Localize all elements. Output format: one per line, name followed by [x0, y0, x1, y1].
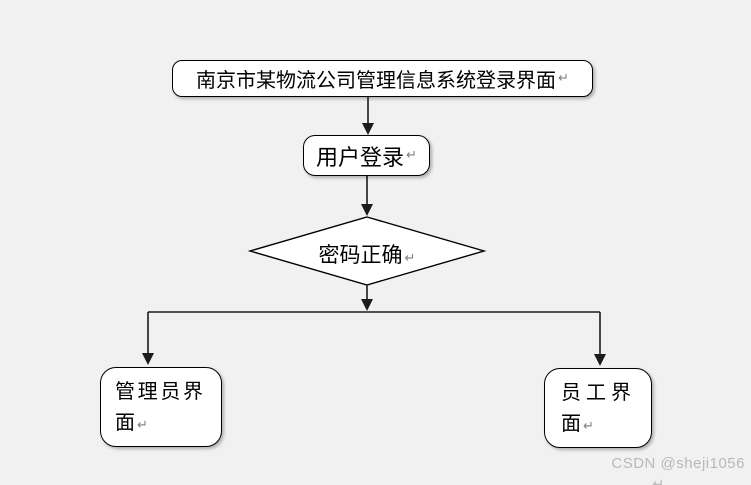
return-mark-icon: ↵ — [404, 251, 416, 266]
return-mark-icon: ↵ — [583, 419, 594, 434]
connector-decision-to-branch — [361, 285, 373, 311]
node-title: 南京市某物流公司管理信息系统登录界面↵ — [172, 60, 593, 97]
node-user-login: 用户登录↵ — [303, 135, 430, 176]
arrowhead-down-icon — [594, 354, 606, 366]
node-admin-interface: 管理员界面↵ — [100, 367, 222, 447]
connector-branch-to-staff — [594, 312, 606, 366]
return-mark-icon: ↵ — [137, 418, 148, 433]
watermark-partial-mark: ↵ — [652, 475, 665, 485]
node-title-label: 南京市某物流公司管理信息系统登录界面 — [196, 70, 557, 92]
arrowhead-down-icon — [361, 204, 373, 216]
arrowhead-down-icon — [361, 299, 373, 311]
node-decision-label: 密码正确↵ — [318, 243, 416, 267]
node-user-login-label: 用户登录 — [316, 144, 405, 170]
arrowhead-down-icon — [362, 123, 374, 135]
return-mark-icon: ↵ — [406, 148, 417, 163]
return-mark-icon: ↵ — [558, 71, 569, 86]
node-admin-interface-label: 管理员界面↵ — [115, 381, 203, 434]
connector-branch-to-admin — [142, 312, 154, 365]
connector-login-to-decision — [361, 176, 373, 216]
connector-title-to-login — [362, 97, 374, 135]
arrowhead-down-icon — [142, 353, 154, 365]
node-staff-interface-label: 员工界面↵ — [561, 382, 631, 435]
csdn-watermark: CSDN @sheji1056 — [611, 455, 745, 472]
node-staff-interface: 员工界面↵ — [544, 368, 652, 448]
